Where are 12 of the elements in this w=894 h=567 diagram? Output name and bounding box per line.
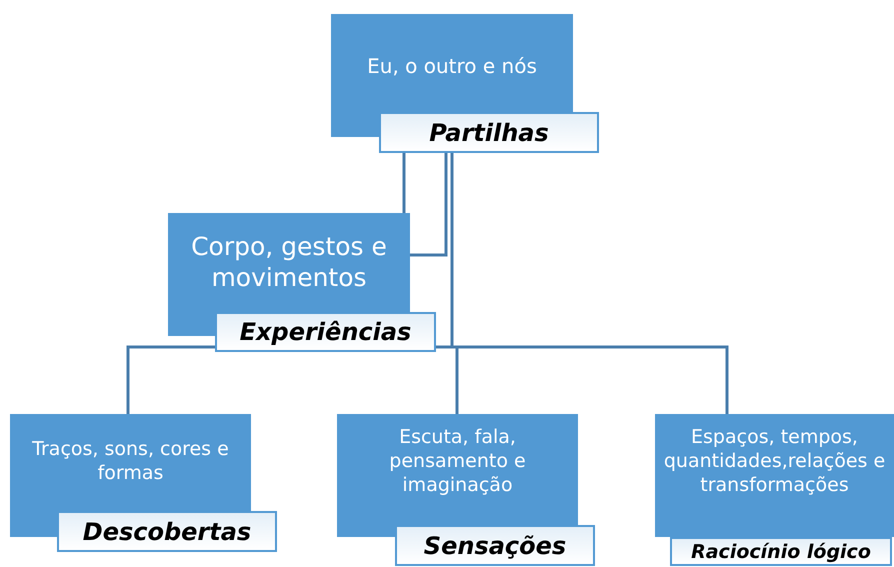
topic-text: Escuta, fala, pensamento e imaginação <box>388 426 527 498</box>
category-label: Experiências <box>215 312 436 352</box>
connector-line <box>410 153 448 256</box>
topic-text: Espaços, tempos, quantidades,relações e transformações <box>662 426 886 498</box>
category-label: Partilhas <box>379 112 599 153</box>
category-label: Sensações <box>395 525 595 566</box>
category-label: Raciocínio lógico <box>670 537 892 566</box>
topic-text: Traços, sons, cores e formas <box>31 438 230 486</box>
topic-text: Eu, o outro e nós <box>367 54 537 79</box>
topic-text: Corpo, gestos e movimentos <box>190 231 388 294</box>
connector-line <box>402 153 406 213</box>
category-label: Descobertas <box>57 511 277 552</box>
